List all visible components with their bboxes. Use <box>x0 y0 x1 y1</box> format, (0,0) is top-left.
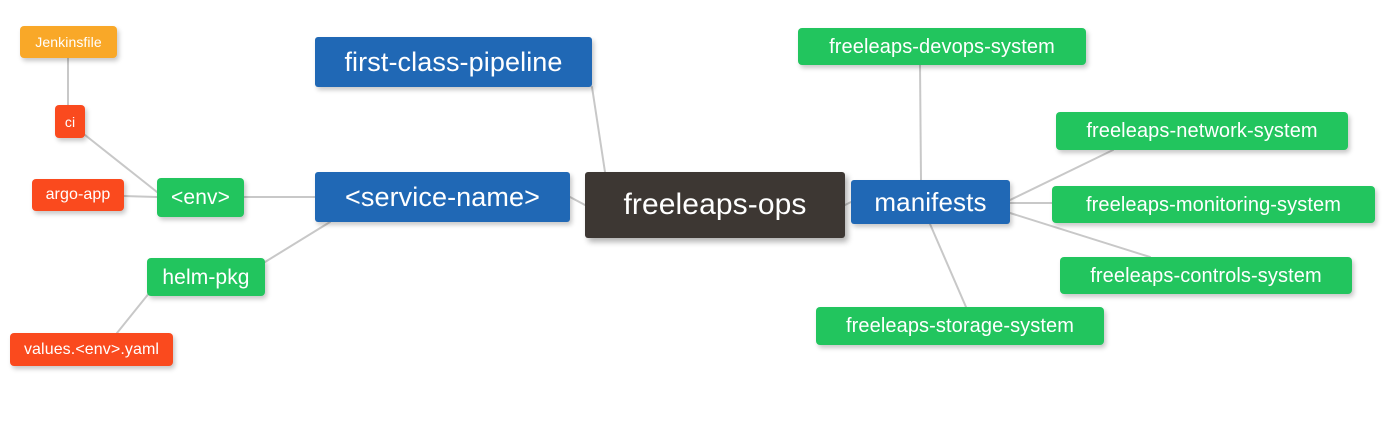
node-label: ci <box>64 113 76 130</box>
edge-service-name-to-helm-pkg <box>264 221 331 263</box>
node-label: manifests <box>874 187 987 217</box>
node-label: freeleaps-controls-system <box>1090 264 1322 287</box>
node-manifests[interactable]: manifests <box>851 180 1010 224</box>
node-label: first-class-pipeline <box>344 46 563 77</box>
node-monitoring-system[interactable]: freeleaps-monitoring-system <box>1052 186 1375 223</box>
node-label: freeleaps-ops <box>623 188 807 221</box>
node-devops-system[interactable]: freeleaps-devops-system <box>798 28 1086 65</box>
node-label: values.<env>.yaml <box>23 340 160 358</box>
node-label: freeleaps-network-system <box>1086 120 1318 142</box>
node-env[interactable]: <env> <box>157 178 244 217</box>
node-label: freeleaps-devops-system <box>829 35 1055 58</box>
node-helm-pkg[interactable]: helm-pkg <box>147 258 265 296</box>
node-storage-system[interactable]: freeleaps-storage-system <box>816 307 1104 345</box>
node-jenkinsfile[interactable]: Jenkinsfile <box>20 26 117 58</box>
node-service-name[interactable]: <service-name> <box>315 172 570 222</box>
node-values-yaml[interactable]: values.<env>.yaml <box>10 333 173 366</box>
node-root[interactable]: freeleaps-ops <box>585 172 845 238</box>
node-label: <service-name> <box>345 181 540 212</box>
edge-root-to-first-class-pipeline <box>591 86 606 173</box>
node-label: Jenkinsfile <box>35 34 102 50</box>
edge-manifests-to-storage-system <box>929 223 967 308</box>
node-label: helm-pkg <box>162 265 250 289</box>
edge-manifests-to-devops-system <box>919 64 922 181</box>
edge-env-to-argo-app <box>123 195 158 198</box>
node-first-class-pipeline[interactable]: first-class-pipeline <box>315 37 592 87</box>
node-controls-system[interactable]: freeleaps-controls-system <box>1060 257 1352 294</box>
node-network-system[interactable]: freeleaps-network-system <box>1056 112 1348 150</box>
node-argo-app[interactable]: argo-app <box>32 179 124 211</box>
edge-helm-pkg-to-values-yaml <box>116 291 151 334</box>
node-ci[interactable]: ci <box>55 105 85 138</box>
node-label: argo-app <box>45 186 111 203</box>
node-label: <env> <box>171 186 230 209</box>
edge-root-to-service-name <box>569 196 586 206</box>
node-label: freeleaps-storage-system <box>845 315 1075 337</box>
node-label: freeleaps-monitoring-system <box>1085 193 1341 216</box>
